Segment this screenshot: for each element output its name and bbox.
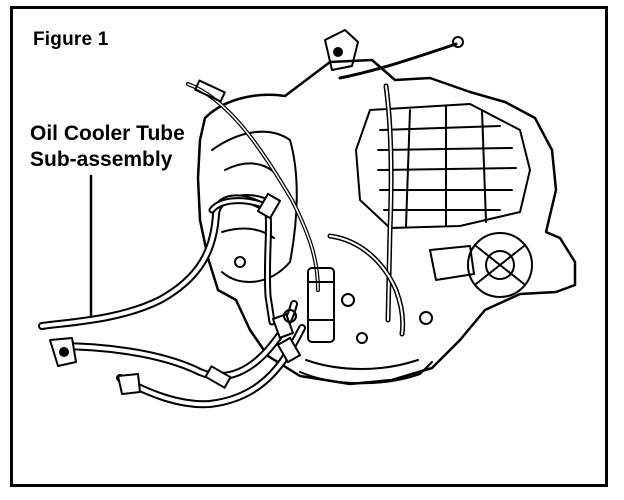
callout-line-1: Oil Cooler Tube <box>30 122 185 145</box>
differential-cover <box>467 232 533 298</box>
upper-harness <box>338 42 458 80</box>
valve-body <box>355 103 531 229</box>
transmission-housing <box>196 58 577 386</box>
front-cover <box>211 130 298 284</box>
callout-line-2: Sub-assembly <box>30 148 173 171</box>
filter-canister <box>307 267 335 343</box>
oil-cooler-tube-label: Oil Cooler Tube Sub-assembly <box>30 121 185 173</box>
oil-cooler-tube-sub-assembly <box>38 192 306 409</box>
figure-frame <box>10 6 608 487</box>
oil-pan <box>299 361 433 385</box>
top-bracket <box>324 29 359 71</box>
figure-title: Figure 1 <box>33 29 109 50</box>
